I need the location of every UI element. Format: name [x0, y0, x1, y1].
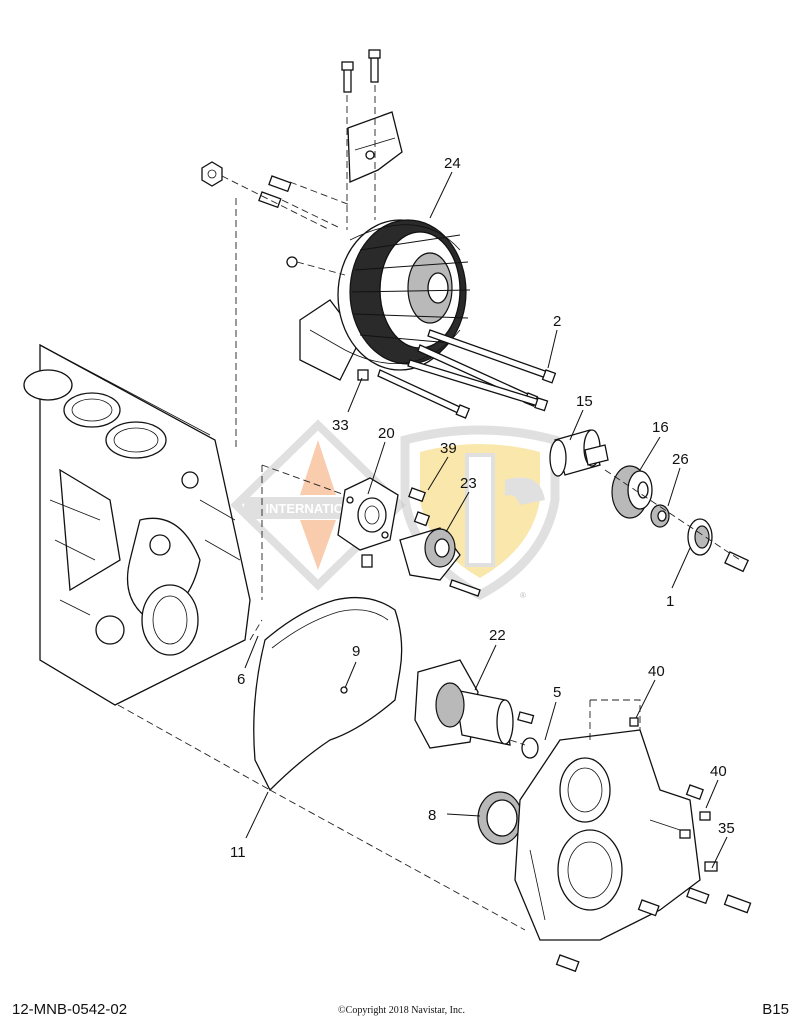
idler-pulley: [399, 527, 461, 581]
callout-26: 26: [672, 451, 689, 468]
callout-labels: 24 2 33 20 39 23 15 16 26 1 6 9 22 5 40 …: [230, 155, 735, 861]
spacer: [650, 504, 670, 528]
callout-6: 6: [237, 671, 245, 688]
callout-11: 11: [230, 844, 246, 861]
upper-bracket: [341, 49, 403, 183]
callout-15: 15: [576, 393, 593, 410]
callout-8: 8: [428, 807, 436, 824]
callout-1: 1: [666, 593, 674, 610]
callout-33: 33: [332, 417, 349, 434]
callout-40-upper: 40: [648, 663, 665, 680]
callout-35: 35: [718, 820, 735, 837]
registered-mark: ®: [520, 591, 526, 600]
idler-bracket: [337, 477, 399, 551]
pulley-bolt: [724, 551, 749, 573]
hex-nut-top: [201, 161, 223, 187]
water-pump: [414, 659, 535, 749]
stud-bolts: [258, 175, 292, 209]
callout-2: 2: [553, 313, 561, 330]
front-cover: [514, 729, 701, 941]
crank-pulley: [611, 465, 653, 519]
callout-20: 20: [378, 425, 395, 442]
callout-23: 23: [460, 475, 477, 492]
front-cover-gasket: [253, 596, 403, 792]
callout-40-lower: 40: [710, 763, 727, 780]
washer: [687, 518, 713, 556]
long-bolts: [357, 329, 557, 419]
callout-24: 24: [444, 155, 461, 172]
o-ring: [521, 737, 539, 759]
pulley-shaft: [549, 429, 609, 477]
callout-9: 9: [352, 643, 360, 660]
exploded-parts-diagram: INTERNATIONAL: [23, 49, 752, 973]
page-reference: B15: [762, 1001, 789, 1018]
drawing-id: 12-MNB-0542-02: [12, 1001, 128, 1018]
leader-lines: [244, 171, 728, 869]
callout-5: 5: [553, 684, 561, 701]
callout-22: 22: [489, 627, 506, 644]
engine-block: [23, 343, 251, 706]
cover-bolts: [555, 717, 752, 973]
copyright-notice: ©Copyright 2018 Navistar, Inc.: [338, 1005, 465, 1016]
callout-39: 39: [440, 440, 457, 457]
crank-seal: [477, 791, 523, 845]
fan-drive-clutch: [299, 219, 471, 381]
callout-16: 16: [652, 419, 669, 436]
